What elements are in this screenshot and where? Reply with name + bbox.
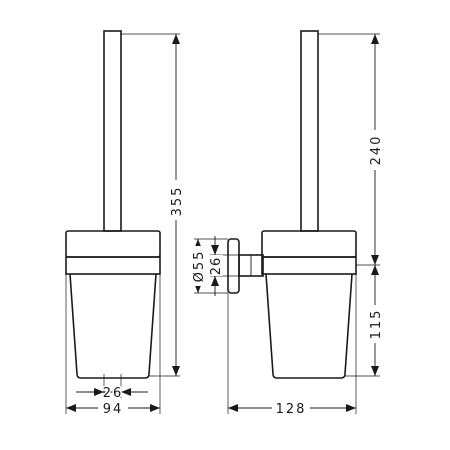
arrow-head — [66, 404, 76, 412]
label-mask — [168, 180, 184, 220]
label-mask — [367, 130, 383, 170]
dimension-label-bottom-width: 94 — [103, 402, 124, 417]
dimension-label-mount-gap: 26 — [209, 257, 224, 276]
wall-mount-plate — [227, 238, 240, 294]
left-view: 355 26 94 — [65, 30, 185, 417]
arrow-head — [371, 366, 379, 376]
holder-cup — [265, 273, 353, 379]
arrow-head — [371, 34, 379, 44]
holder-ring — [65, 256, 161, 275]
right-view: 240 115 128 Ø55 26 — [190, 30, 384, 417]
label-mask — [207, 255, 223, 276]
dimension-label-lower-height: 115 — [369, 309, 384, 340]
dimension-label-depth: 128 — [276, 402, 307, 417]
arrow-head — [121, 388, 131, 396]
brush-handle — [103, 30, 122, 232]
dimension-label-mount-diameter: Ø55 — [192, 250, 207, 283]
holder-rim — [65, 230, 161, 258]
holder-cup — [69, 273, 157, 379]
label-mask — [272, 400, 310, 414]
dimension-label-upper-height: 240 — [369, 135, 384, 166]
holder-ring — [261, 256, 357, 275]
arrow-head — [371, 255, 379, 265]
arrow-head — [150, 404, 160, 412]
arrow-head — [346, 404, 356, 412]
arrow-head — [228, 404, 238, 412]
label-mask — [367, 305, 383, 343]
dimension-label-height: 355 — [170, 186, 185, 217]
arrow-head — [211, 276, 219, 286]
arrow-head — [172, 34, 180, 44]
label-mask — [190, 246, 206, 286]
arrow-head — [211, 245, 219, 255]
holder-rim — [261, 230, 357, 258]
arrow-head — [94, 388, 104, 396]
dimension-label-bottom-inner: 26 — [103, 386, 124, 401]
brush-handle — [300, 30, 319, 232]
label-mask — [98, 400, 128, 414]
arrow-head — [371, 265, 379, 275]
arrow-head — [172, 366, 180, 376]
